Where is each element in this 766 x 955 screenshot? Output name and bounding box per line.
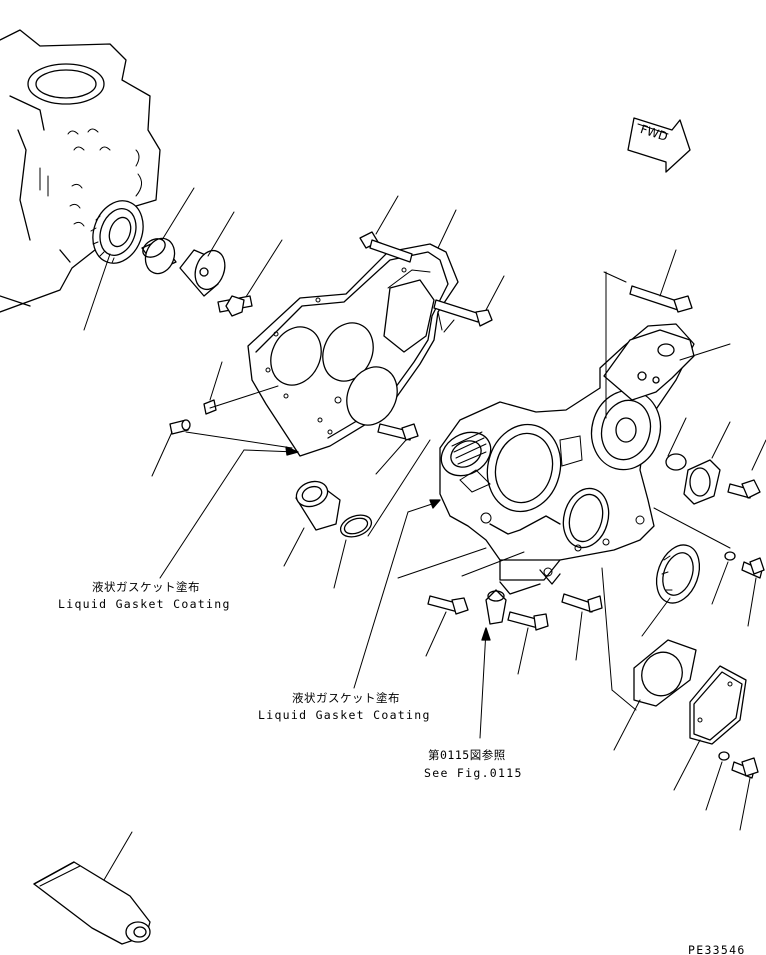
bolts-lower (425, 593, 603, 675)
gasket-note-upper-en: Liquid Gasket Coating (58, 597, 231, 611)
crank-bearing (90, 200, 144, 264)
cover-plate (673, 665, 759, 831)
dowel-pins (151, 361, 293, 477)
gasket-note-upper-jp: 液状ガスケット塗布 (92, 580, 200, 594)
cup-plug (179, 249, 226, 297)
gasket-note-lower-jp: 液状ガスケット塗布 (292, 691, 400, 705)
label-leaders (159, 446, 491, 739)
gear-case (439, 323, 695, 595)
leader-lines-case (397, 271, 766, 711)
plate-gasket (247, 243, 459, 457)
cover-gasket (613, 639, 697, 751)
bolts-top (359, 195, 505, 475)
oil-seal-left (283, 439, 431, 589)
engine-block (0, 29, 161, 313)
gasket-note-lower-en: Liquid Gasket Coating (258, 708, 431, 722)
bolt-top-right (629, 249, 693, 313)
see-fig-note-jp: 第0115図参照 (428, 748, 506, 762)
see-fig-note-en: See Fig.0115 (424, 766, 523, 780)
oil-seal-right (641, 544, 765, 637)
plug-center (485, 589, 507, 625)
drawing-id: PE33546 (688, 943, 746, 955)
cap-right (665, 453, 761, 505)
fwd-arrow-icon (627, 117, 691, 173)
leader-lines-left (83, 187, 283, 331)
sealant-tube (33, 831, 151, 945)
bolt-left (217, 295, 253, 317)
bushing (141, 237, 177, 275)
